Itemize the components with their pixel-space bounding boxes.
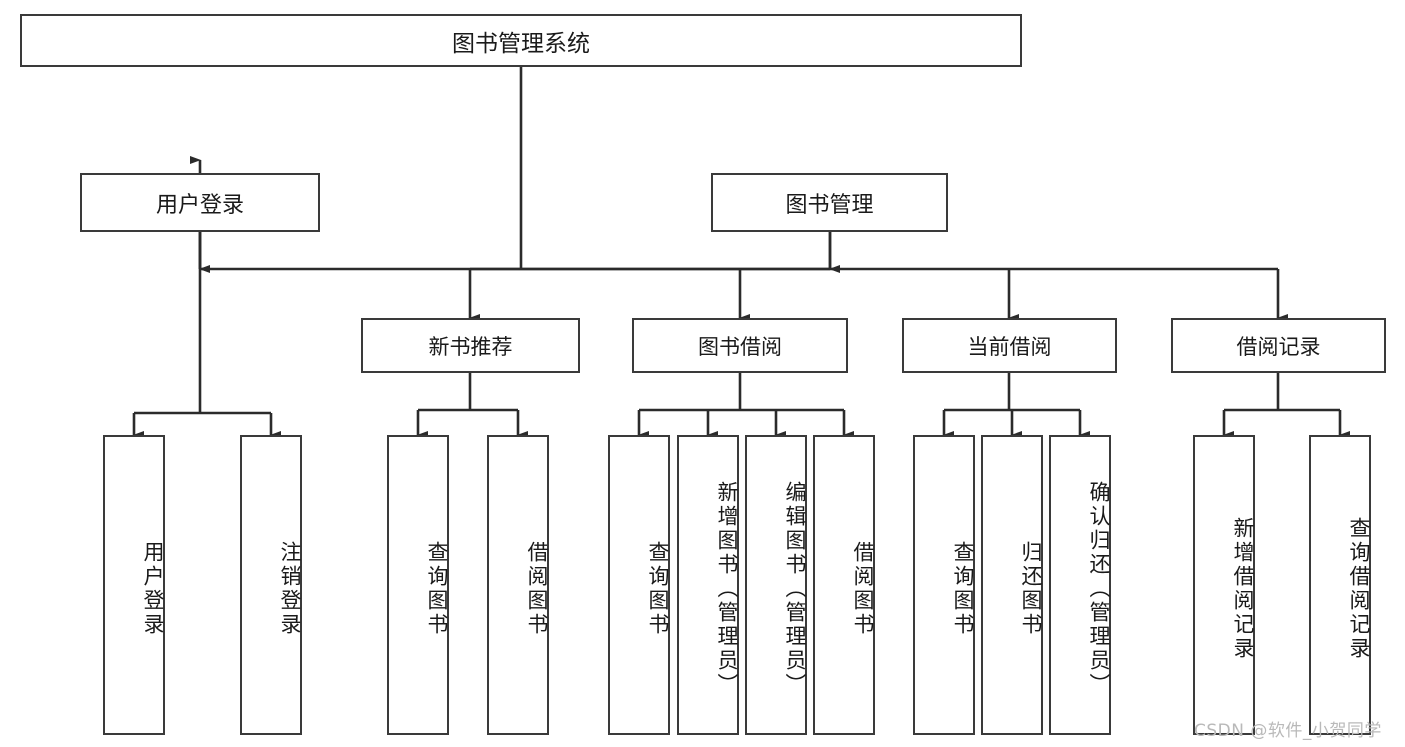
- leaf-label: 归还图书: [1019, 541, 1043, 637]
- node-user-login[interactable]: 用户登录: [80, 173, 320, 232]
- node-book-management[interactable]: 图书管理: [711, 173, 948, 232]
- node-root-system[interactable]: 图书管理系统: [20, 14, 1022, 67]
- leaf-label: 查询借阅记录: [1347, 517, 1371, 661]
- leaf-node[interactable]: 归还图书: [981, 435, 1043, 735]
- leaf-node[interactable]: 编辑图书（管理员）: [745, 435, 807, 735]
- leaf-label: 新增图书（管理员）: [715, 481, 739, 697]
- leaf-node[interactable]: 查询图书: [913, 435, 975, 735]
- leaf-label: 确认归还（管理员）: [1087, 481, 1111, 697]
- leaf-label: 用户登录: [141, 541, 165, 637]
- leaf-label: 注销登录: [278, 541, 302, 637]
- node-new-book-recommend[interactable]: 新书推荐: [361, 318, 580, 373]
- leaf-node[interactable]: 用户登录: [103, 435, 165, 735]
- node-current-borrow[interactable]: 当前借阅: [902, 318, 1117, 373]
- node-borrow-record[interactable]: 借阅记录: [1171, 318, 1386, 373]
- leaf-node[interactable]: 借阅图书: [487, 435, 549, 735]
- leaf-node[interactable]: 查询借阅记录: [1309, 435, 1371, 735]
- leaf-node[interactable]: 注销登录: [240, 435, 302, 735]
- leaf-node[interactable]: 查询图书: [387, 435, 449, 735]
- leaf-node[interactable]: 借阅图书: [813, 435, 875, 735]
- leaf-label: 查询图书: [646, 541, 670, 637]
- leaf-label: 查询图书: [425, 541, 449, 637]
- leaf-node[interactable]: 确认归还（管理员）: [1049, 435, 1111, 735]
- leaf-node[interactable]: 新增图书（管理员）: [677, 435, 739, 735]
- node-book-borrow[interactable]: 图书借阅: [632, 318, 848, 373]
- leaf-node[interactable]: 新增借阅记录: [1193, 435, 1255, 735]
- leaf-label: 编辑图书（管理员）: [783, 481, 807, 697]
- leaf-label: 查询图书: [951, 541, 975, 637]
- leaf-label: 新增借阅记录: [1231, 517, 1255, 661]
- leaf-label: 借阅图书: [851, 541, 875, 637]
- watermark: CSDN @软件_小贺同学: [1194, 721, 1382, 741]
- leaf-node[interactable]: 查询图书: [608, 435, 670, 735]
- leaf-label: 借阅图书: [525, 541, 549, 637]
